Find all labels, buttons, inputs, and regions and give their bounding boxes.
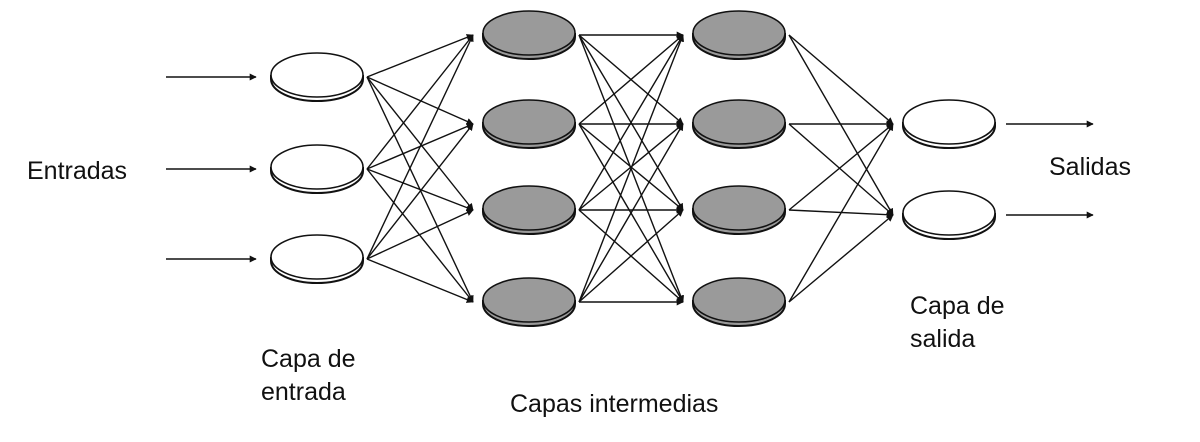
connection-arrow xyxy=(788,34,894,216)
output-layer-label: Capa de salida xyxy=(910,292,1005,353)
hidden-2-neuron xyxy=(692,277,786,327)
connection-arrow xyxy=(366,209,474,260)
hidden-2-neuron xyxy=(692,10,786,60)
outputs-label: Salidas xyxy=(1049,153,1131,181)
hidden-1-neuron xyxy=(482,99,576,149)
input-neuron xyxy=(270,144,364,194)
output-neuron xyxy=(902,99,996,149)
connection-arrow xyxy=(578,34,684,125)
hidden-1-neuron xyxy=(482,185,576,235)
connection-arrow xyxy=(788,123,894,303)
inputs-label: Entradas xyxy=(27,157,128,185)
connection-arrow xyxy=(788,34,894,125)
hidden-1-neuron xyxy=(482,10,576,60)
connection-arrow xyxy=(578,34,684,211)
connection-arrow xyxy=(578,34,684,303)
connection-arrow xyxy=(788,123,894,216)
hidden-layers-label: Capas intermedias xyxy=(510,390,719,418)
connection-arrow xyxy=(788,123,894,211)
connection-arrow xyxy=(366,168,474,303)
input-layer-label: Capa de entrada xyxy=(261,345,356,406)
connection-arrow xyxy=(578,209,684,303)
connection-arrow xyxy=(366,258,474,303)
connection-arrow xyxy=(366,34,474,260)
hidden-2-neuron xyxy=(692,99,786,149)
input-neuron xyxy=(270,52,364,102)
connection-arrow xyxy=(366,168,474,211)
connections xyxy=(166,31,1094,306)
connection-arrow xyxy=(366,76,474,211)
hidden-2-neuron xyxy=(692,185,786,235)
output-neuron xyxy=(902,190,996,240)
connection-arrow xyxy=(366,76,474,125)
connection-arrow xyxy=(366,123,474,260)
connection-arrow xyxy=(366,34,474,170)
connection-arrow xyxy=(366,34,474,78)
neurons xyxy=(270,10,996,327)
connection-arrow xyxy=(578,123,684,303)
input-neuron xyxy=(270,234,364,284)
connection-arrow xyxy=(788,214,894,303)
hidden-1-neuron xyxy=(482,277,576,327)
